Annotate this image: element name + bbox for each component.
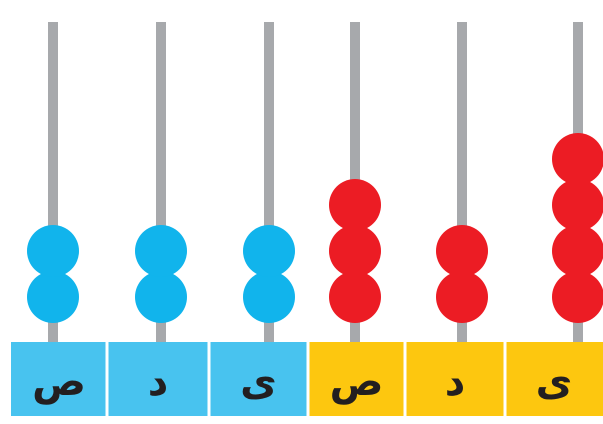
bead-col6-3 [552, 179, 603, 231]
bead-col5-1 [436, 271, 488, 323]
base-divider-5 [504, 342, 507, 416]
bead-col1-1 [27, 271, 79, 323]
base-divider-2 [208, 342, 211, 416]
bead-col6-1 [552, 271, 603, 323]
bead-col3-2 [243, 225, 295, 277]
column-label-3: ی [240, 359, 277, 405]
base-divider-1 [106, 342, 109, 416]
bead-col4-1 [329, 271, 381, 323]
bead-col4-2 [329, 225, 381, 277]
column-label-2: د [148, 359, 169, 405]
bead-col3-1 [243, 271, 295, 323]
beads [27, 133, 603, 323]
bead-col2-2 [135, 225, 187, 277]
column-label-1: ص [32, 359, 86, 405]
column-label-5: د [445, 359, 466, 405]
base-divider-4 [404, 342, 407, 416]
bead-col1-2 [27, 225, 79, 277]
bead-col6-2 [552, 225, 603, 277]
bead-col2-1 [135, 271, 187, 323]
bead-col6-4 [552, 133, 603, 185]
bead-col5-2 [436, 225, 488, 277]
column-label-4: ص [330, 359, 384, 405]
bead-col4-3 [329, 179, 381, 231]
base-divider-3 [307, 342, 310, 416]
base-boxes [11, 342, 603, 416]
rods [48, 22, 583, 342]
column-label-6: ی [536, 359, 573, 405]
